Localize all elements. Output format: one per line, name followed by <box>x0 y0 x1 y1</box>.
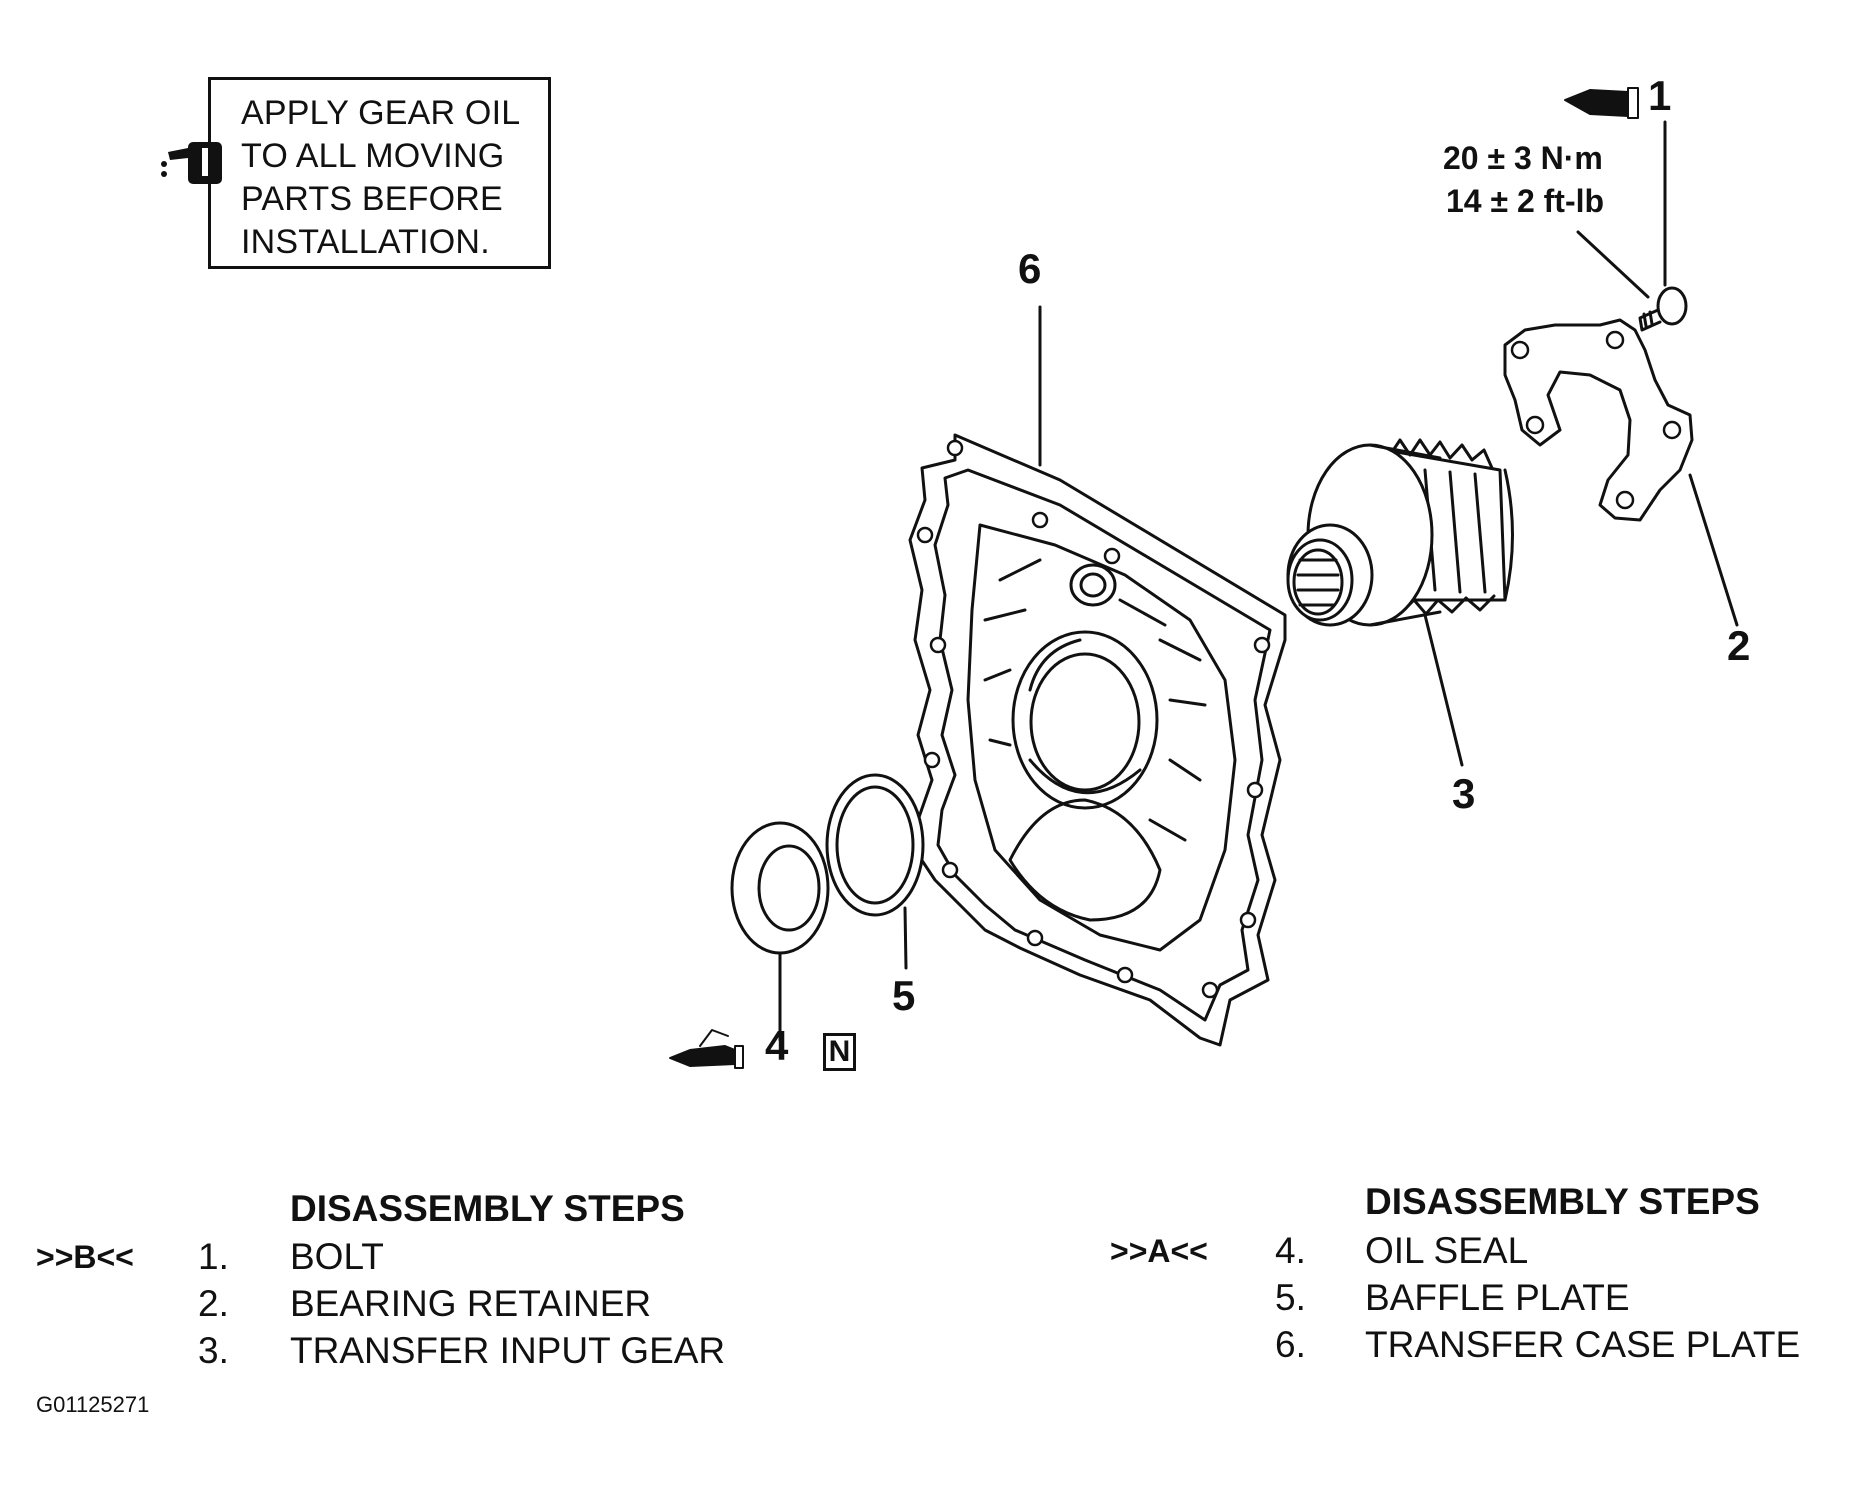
callout-3: 3 <box>1452 770 1476 817</box>
step-label: BAFFLE PLATE <box>1365 1277 1630 1318</box>
transfer-case-plate-part <box>908 433 1287 1047</box>
bolt-part <box>1638 286 1688 332</box>
note-line: TO ALL MOVING <box>241 137 505 175</box>
step-label: TRANSFER CASE PLATE <box>1365 1324 1801 1365</box>
step-label: TRANSFER INPUT GEAR <box>290 1330 726 1371</box>
baffle-plate-part <box>825 773 925 917</box>
non-reusable-part-mark: N <box>823 1033 856 1071</box>
note-line: PARTS BEFORE <box>241 180 503 218</box>
callout-5: 5 <box>892 972 916 1019</box>
step-label: BEARING RETAINER <box>290 1283 652 1324</box>
torque-metric: 20 ± 3 N·m <box>1443 140 1603 176</box>
step-number: 4. <box>1275 1230 1306 1271</box>
steps-left-mark: >>B<< <box>36 1239 134 1275</box>
step-number: 5. <box>1275 1277 1306 1318</box>
torque-imperial: 14 ± 2 ft-lb <box>1446 183 1605 219</box>
callout-2: 2 <box>1727 622 1751 669</box>
step-label: OIL SEAL <box>1365 1230 1529 1271</box>
gear-oil-note-box: APPLY GEAR OIL TO ALL MOVING PARTS BEFOR… <box>208 77 551 269</box>
note-line: INSTALLATION. <box>241 223 490 261</box>
callout-1: 1 <box>1648 72 1672 119</box>
callout-4: 4 <box>765 1022 789 1069</box>
oil-can-icon <box>161 142 222 184</box>
step-number: 3. <box>198 1330 229 1371</box>
steps-right-heading: DISASSEMBLY STEPS <box>1365 1181 1760 1222</box>
step-number: 1. <box>198 1236 229 1277</box>
step-number: 6. <box>1275 1324 1306 1365</box>
sealant-tube-icon <box>1564 87 1639 119</box>
step-number: 2. <box>198 1283 229 1324</box>
grease-gun-icon <box>669 1029 744 1069</box>
step-label: BOLT <box>290 1236 384 1277</box>
steps-right-mark: >>A<< <box>1110 1233 1208 1269</box>
leader-lines <box>778 120 1739 1042</box>
oil-seal-part <box>730 821 830 955</box>
bearing-retainer-part <box>1503 318 1694 522</box>
callout-6: 6 <box>1018 245 1042 292</box>
transfer-input-gear-part <box>1286 438 1514 627</box>
note-line: APPLY GEAR OIL <box>241 94 521 132</box>
figure-id: G01125271 <box>36 1392 150 1417</box>
steps-left-heading: DISASSEMBLY STEPS <box>290 1188 685 1229</box>
